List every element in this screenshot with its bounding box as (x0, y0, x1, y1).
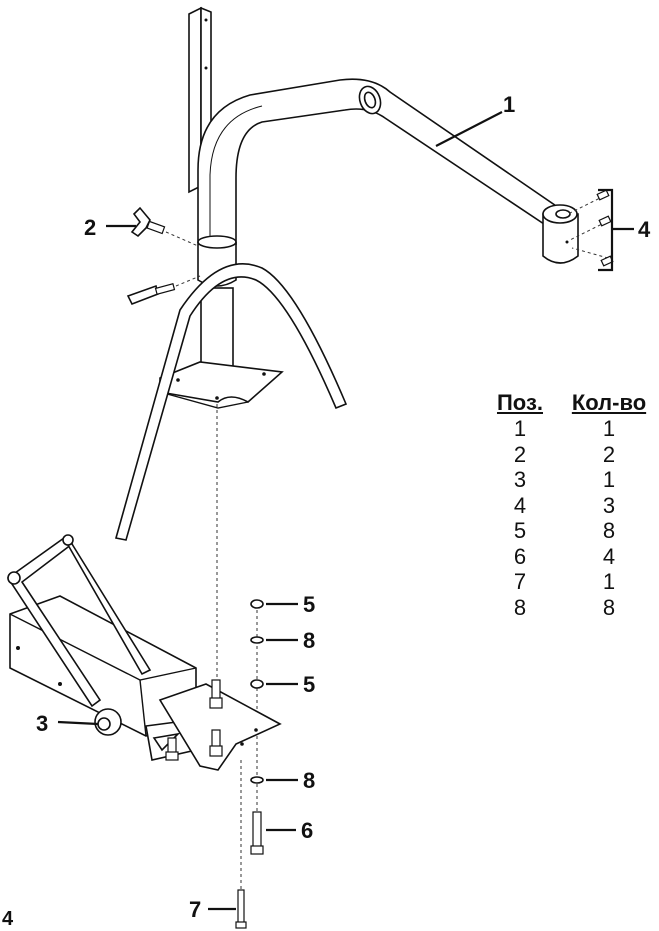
washer-8-top (250, 636, 264, 644)
callout-8-top: 8 (303, 628, 315, 653)
a-frame-tube (114, 263, 348, 541)
callout-5-top: 5 (303, 592, 315, 617)
row-pos: 4 (513, 492, 527, 518)
nut-5-top (250, 599, 264, 609)
washer-8-low (250, 776, 264, 784)
row-qty: 8 (602, 594, 616, 620)
row-pos: 1 (513, 416, 527, 441)
nut-5-mid (250, 679, 264, 689)
bolt-6 (250, 811, 264, 855)
callout-2: 2 (84, 215, 96, 240)
header-quantity: Кол-во (571, 390, 647, 415)
row-qty: 4 (602, 543, 616, 569)
hardware-stack (235, 599, 264, 929)
bolt-7 (235, 889, 247, 929)
leader-lines (57, 111, 634, 911)
callout-5-mid: 5 (303, 672, 315, 697)
t-handle-screws (126, 206, 201, 306)
header-position: Поз. (496, 390, 543, 415)
callout-6: 6 (301, 818, 313, 843)
row-qty: 1 (602, 416, 616, 441)
row-qty: 1 (602, 569, 616, 594)
row-qty: 3 (602, 492, 616, 518)
row-pos: 3 (513, 467, 527, 492)
row-pos: 8 (513, 594, 527, 620)
row-pos: 5 (513, 518, 527, 543)
callout-3: 3 (36, 711, 48, 736)
row-pos: 6 (513, 543, 527, 569)
callout-7: 7 (189, 897, 201, 922)
row-pos: 7 (513, 569, 527, 594)
row-pos: 2 (513, 441, 527, 467)
row-qty: 2 (602, 441, 616, 467)
winch-base-unit (6, 534, 282, 771)
table-header: Поз. Кол-во (478, 390, 656, 416)
page-label: 4 (2, 908, 14, 930)
row-qty: 1 (602, 467, 616, 492)
callout-8-low: 8 (303, 768, 315, 793)
boom-arm (197, 78, 579, 264)
row-qty: 8 (602, 518, 616, 543)
callout-1: 1 (503, 92, 515, 117)
callout-4: 4 (638, 217, 651, 242)
